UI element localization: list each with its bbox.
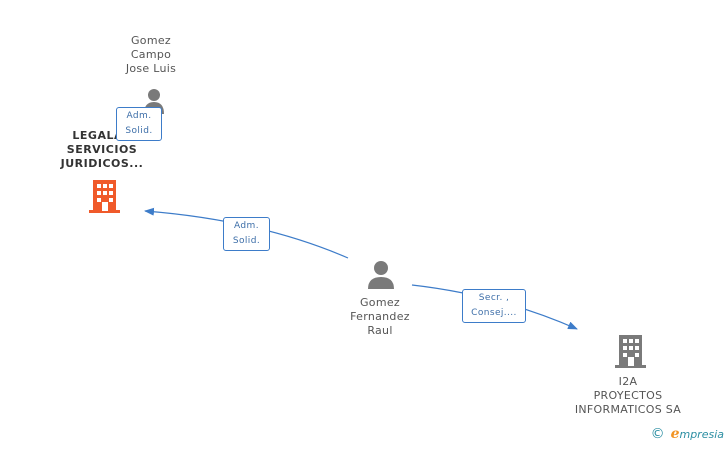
role-badge-top[interactable]: Adm. Solid. [116, 107, 162, 141]
brand-logo-text: mpresia [679, 427, 724, 441]
person-label-line: Gomez [130, 34, 171, 47]
company-label-line: SERVICIOS [66, 143, 138, 156]
role-badge-line: Adm. [126, 111, 152, 121]
role-badge-left[interactable]: Adm. Solid. [223, 217, 270, 251]
person-label-line: Campo [130, 48, 172, 61]
role-badge-line: Secr. , [478, 293, 510, 303]
brand-logo[interactable]: © e mpresia [651, 426, 724, 442]
copyright-icon: © [650, 426, 665, 442]
company-label-i2a[interactable]: I2A PROYECTOS INFORMATICOS SA [568, 375, 688, 417]
role-badge-line: Adm. [234, 221, 259, 231]
person-label-line: Jose Luis [125, 62, 177, 75]
person-label-gomez-fernandez[interactable]: Gomez Fernandez Raul [335, 296, 425, 338]
role-badge-line: Consej.... [471, 308, 517, 318]
role-badge-right[interactable]: Secr. , Consej.... [462, 289, 526, 323]
role-badge-line: Solid. [125, 126, 153, 136]
company-label-line: JURIDICOS... [60, 157, 144, 170]
person-label-line: Gomez [359, 296, 400, 309]
role-badge-line: Solid. [232, 236, 261, 246]
company-label-line: I2A [618, 375, 638, 388]
building-icon[interactable] [615, 335, 646, 368]
person-label-gomez-campo[interactable]: Gomez Campo Jose Luis [105, 34, 197, 76]
person-icon[interactable] [368, 261, 394, 289]
brand-logo-initial: e [670, 426, 680, 442]
company-label-line: INFORMATICOS SA [574, 403, 682, 416]
person-label-line: Raul [367, 324, 393, 337]
building-icon[interactable] [89, 180, 120, 213]
person-label-line: Fernandez [350, 310, 410, 323]
company-label-line: PROYECTOS [593, 389, 663, 402]
